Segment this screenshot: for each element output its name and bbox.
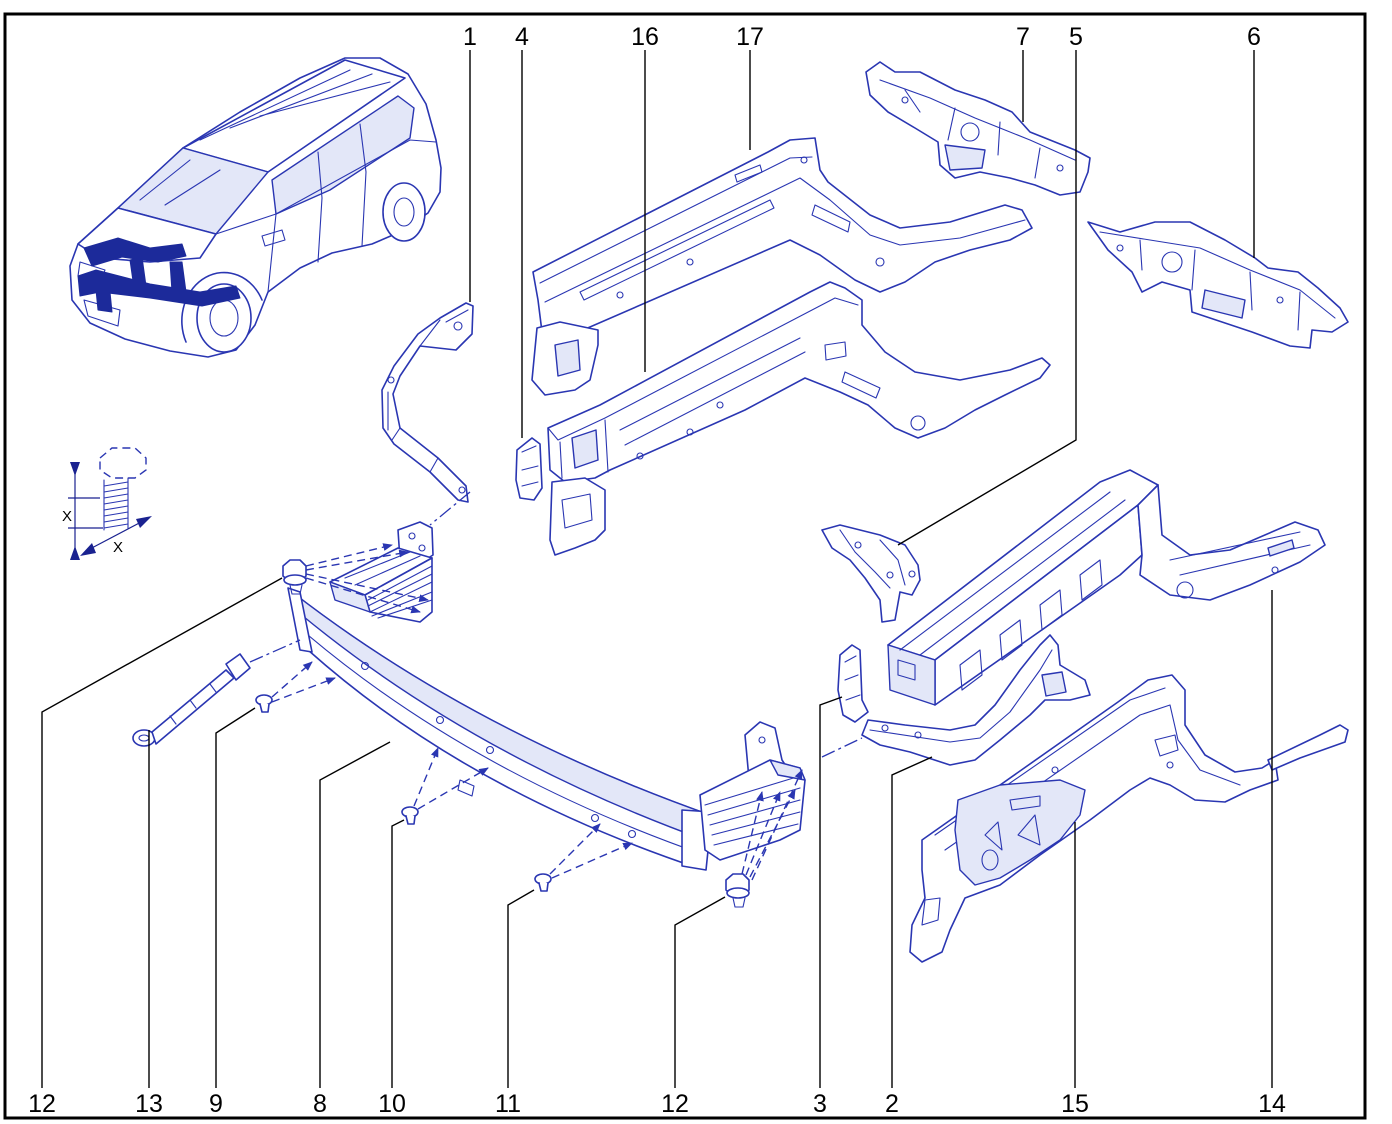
callout-15: 15 [1061, 1090, 1089, 1118]
callout-16: 16 [631, 23, 659, 51]
callout-12-right: 12 [661, 1090, 689, 1118]
leader-line-3 [819, 696, 843, 1088]
part-15-lower-side-member [909, 674, 1349, 963]
dimension-label-x-vertical: X [62, 508, 72, 525]
callout-2: 2 [885, 1090, 899, 1118]
callout-numbers-top: 1 4 16 17 7 5 6 [463, 23, 1261, 51]
part-9-screw [255, 694, 273, 713]
leader-line-8 [319, 741, 391, 1088]
leader-line-12-right [674, 896, 726, 1088]
callout-14: 14 [1258, 1090, 1286, 1118]
leader-line-10 [391, 819, 405, 1088]
part-5-bracket [821, 524, 921, 623]
part-3-bracket [837, 644, 869, 723]
dimension-label-x-horizontal: X [113, 539, 123, 556]
callout-9: 9 [209, 1090, 223, 1118]
part-16-front-side-member [547, 281, 1051, 556]
callout-numbers-bottom: 12 13 9 8 10 11 12 3 2 15 14 [28, 1090, 1286, 1118]
part-14-front-side-member [887, 469, 1326, 706]
part-13-towing-eye [132, 653, 251, 747]
callout-11: 11 [495, 1090, 521, 1118]
callout-13: 13 [135, 1090, 163, 1118]
part-4-bracket [515, 437, 543, 501]
part-17-upper-rail [531, 137, 1033, 396]
part-1-bracket [381, 302, 474, 503]
leader-line-12-left [41, 577, 283, 1088]
part-6-cross-member-section [1087, 221, 1349, 349]
leader-line-9 [215, 707, 256, 1088]
leader-line-11 [507, 889, 535, 1088]
leader-lines [41, 50, 1273, 1088]
part-8-bumper-cross-beam [287, 587, 713, 871]
callout-17: 17 [736, 23, 764, 51]
callout-5: 5 [1069, 23, 1083, 51]
leader-line-2 [891, 756, 933, 1088]
callout-7: 7 [1016, 23, 1030, 51]
part-12-bolt-right [725, 873, 750, 908]
part-10-screw [401, 806, 419, 825]
callout-4: 4 [515, 23, 529, 51]
callout-10: 10 [378, 1090, 406, 1118]
bolt-dimension-detail: X X [62, 447, 152, 560]
part-12-bolt-left [282, 559, 307, 595]
callout-8: 8 [313, 1090, 327, 1118]
callout-6: 6 [1247, 23, 1261, 51]
callout-1: 1 [463, 23, 477, 51]
bolt-head-outline [99, 447, 147, 479]
callout-12-left: 12 [28, 1090, 56, 1118]
vehicle-overview-illustration [69, 57, 442, 358]
callout-3: 3 [813, 1090, 827, 1118]
part-7-cross-member-section [865, 61, 1091, 196]
part-11-screw [534, 873, 552, 892]
right-crash-box [699, 721, 806, 861]
left-crash-box [329, 521, 434, 623]
leader-line-5 [897, 50, 1077, 546]
assembly-guide-lines [249, 491, 863, 881]
diagram-frame [3, 12, 1367, 1120]
